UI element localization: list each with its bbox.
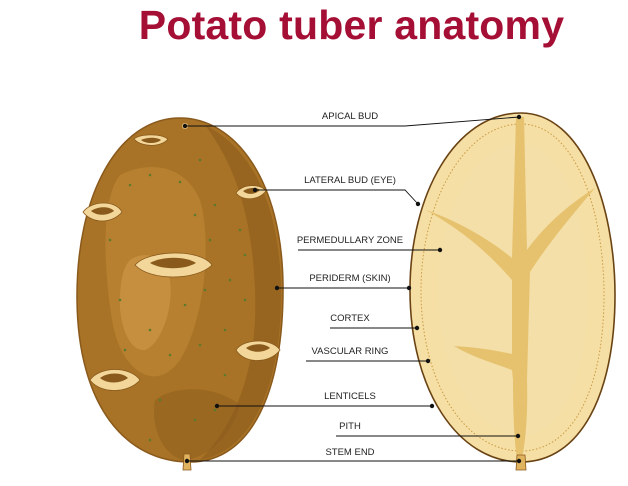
label-vascular-ring: VASCULAR RING [312, 346, 389, 357]
potato-eye [133, 134, 169, 146]
lenticel-speck [203, 288, 207, 292]
label-pith: PITH [339, 421, 361, 432]
lenticel-speck [223, 328, 227, 332]
potato-eye [82, 202, 123, 222]
page-title: Potato tuber anatomy [0, 0, 628, 49]
label-periderm: PERIDERM (SKIN) [309, 273, 390, 284]
lenticel-speck [168, 353, 172, 357]
lenticel-speck [108, 238, 112, 242]
potato-eye [235, 185, 267, 200]
leader-apical-bud [185, 116, 520, 127]
lenticel-speck [208, 238, 212, 242]
lenticel-speck [123, 348, 127, 352]
lenticel-speck [213, 408, 217, 412]
labels: APICAL BUD LATERAL BUD (EYE) PERMEDULLAR… [297, 111, 403, 458]
whole-potato [76, 117, 284, 471]
leader-dots [182, 114, 522, 464]
potato-shade-right [200, 125, 282, 460]
lenticel-speck [238, 228, 242, 232]
lenticel-speck [148, 328, 152, 332]
lenticel-speck [198, 158, 202, 162]
label-perimedullary-zone: PERMEDULLARY ZONE [297, 235, 403, 246]
tuber-cross-section [409, 112, 616, 471]
lenticel-speck [128, 183, 132, 187]
lenticel-speck [223, 373, 227, 377]
lenticel-speck [148, 173, 152, 177]
potato-eye [89, 369, 141, 391]
label-cortex: CORTEX [330, 313, 370, 324]
lenticel-specks [108, 158, 247, 442]
lenticel-speck [198, 343, 202, 347]
lenticel-speck [148, 438, 152, 442]
potato-highlight-inner [119, 255, 171, 351]
label-lenticels: LENTICELS [324, 391, 376, 402]
section-vascular-ring [420, 123, 605, 452]
lenticel-speck [178, 180, 182, 184]
lenticel-speck [118, 298, 122, 302]
lenticel-speck [193, 213, 197, 217]
lenticel-speck [158, 398, 162, 402]
section-stem-end [515, 454, 527, 471]
lenticel-speck [183, 303, 187, 307]
label-stem-end: STEM END [325, 447, 374, 458]
label-lateral-bud: LATERAL BUD (EYE) [304, 175, 396, 186]
leader-lateral-bud [255, 189, 419, 205]
lenticel-speck [213, 203, 217, 207]
lenticel-speck [243, 298, 247, 302]
lenticel-speck [243, 253, 247, 257]
lenticel-speck [228, 278, 232, 282]
label-apical-bud: APICAL BUD [322, 111, 378, 122]
potato-eye [235, 340, 281, 361]
potato-eye [134, 252, 213, 278]
leader-lines [185, 116, 520, 462]
lenticel-speck [193, 418, 197, 422]
page-title-text: Potato tuber anatomy [138, 2, 565, 48]
